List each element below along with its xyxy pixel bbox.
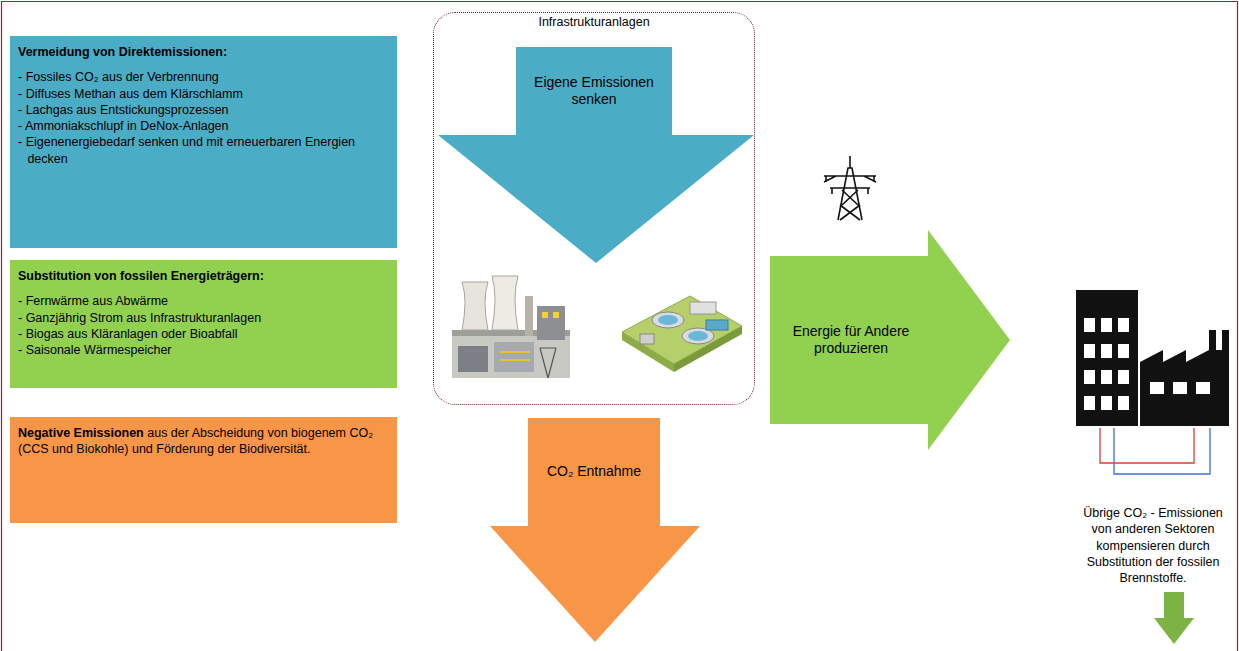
illustration-part xyxy=(494,342,534,372)
illustration-part xyxy=(652,312,684,328)
arrow-text-area: Eigene Emissionen senken xyxy=(522,53,666,129)
illustration-part xyxy=(690,302,716,314)
illustration-part xyxy=(458,346,488,372)
illustration-part xyxy=(462,282,488,330)
illustration-part xyxy=(849,156,851,168)
illustration-part xyxy=(622,296,742,364)
illustration-part xyxy=(537,306,565,340)
list-item: - Fossiles CO₂ aus der Verbrennung xyxy=(18,69,387,85)
illustration-part xyxy=(525,296,533,336)
arrow-shape xyxy=(490,418,700,642)
illustration-part xyxy=(1150,382,1164,394)
arrow-shape xyxy=(770,230,1010,450)
illustration-part xyxy=(500,352,530,360)
down-arrow: Eigene Emissionen senken xyxy=(438,47,754,263)
illustration-part xyxy=(1101,318,1112,332)
illustration-part xyxy=(640,334,654,344)
illustration-part xyxy=(553,312,559,318)
illustration-part xyxy=(1118,370,1129,384)
arrow-label: Energie für Andere produzieren xyxy=(778,323,924,358)
small-down-arrow xyxy=(1154,592,1194,644)
arrow-fill xyxy=(438,47,754,263)
panel-heading: Substitution von fossilen Energieträgern… xyxy=(18,268,387,284)
right-arrow: Energie für Andere produzieren xyxy=(770,230,1010,450)
illustration-part xyxy=(1118,344,1129,358)
list-item: - Ganzjährig Strom aus Infrastrukturanla… xyxy=(18,310,387,326)
illustration-part xyxy=(674,326,742,372)
down-arrow: CO₂ Entnahme xyxy=(490,418,700,642)
illustration-part xyxy=(1084,344,1095,358)
illustration-part xyxy=(840,190,860,220)
illustration-part xyxy=(1101,344,1112,358)
illustration-part xyxy=(1084,370,1095,384)
buildings-icon xyxy=(1076,290,1229,426)
heat-return-line xyxy=(1114,428,1210,474)
panel-heading: Vermeidung von Direktemissionen: xyxy=(18,44,387,60)
illustration-part xyxy=(1084,318,1129,410)
illustration-part xyxy=(826,176,874,194)
illustration-part xyxy=(1118,396,1129,410)
group-frame: InfrastrukturanlagenEigene Emissionen se… xyxy=(433,12,755,405)
illustration-part xyxy=(688,331,708,341)
list-item: - Ammoniakschlupf in DeNox-Anlagen xyxy=(18,118,387,134)
arrow-text-area: CO₂ Entnahme xyxy=(534,424,654,520)
arrow-text-area: Energie für Andere produzieren xyxy=(778,262,924,418)
list-item: - Diffuses Methan aus dem Klärschlamm xyxy=(18,86,387,102)
text-panel: Substitution von fossilen Energieträgern… xyxy=(10,260,397,388)
illustration-part xyxy=(1084,396,1095,410)
arrow-fill xyxy=(490,418,700,642)
illustration-part xyxy=(1140,330,1229,426)
illustration-part xyxy=(824,176,876,188)
illustration-part xyxy=(1101,396,1112,410)
illustration-part xyxy=(658,315,678,325)
illustration-part xyxy=(706,320,728,330)
illustration-part xyxy=(1084,318,1095,332)
text-panel: Vermeidung von Direktemissionen: - Fossil… xyxy=(10,36,397,248)
list-item: - Fernwärme aus Abwärme xyxy=(18,293,387,309)
illustration-part xyxy=(1173,382,1187,394)
illustration-part xyxy=(622,332,674,372)
list-item: - Biogas aus Kläranlagen oder Bioabfall xyxy=(18,326,387,342)
illustration-part xyxy=(540,348,556,378)
note-text: Übrige CO₂ - Emissionen von anderen Sekt… xyxy=(1072,505,1234,586)
illustration-part xyxy=(542,312,548,318)
list-item: - Saisonale Wärmespeicher xyxy=(18,342,387,358)
list-item: - Lachgas aus Entstickungsprozessen xyxy=(18,102,387,118)
list-item: - Eigenenergiebedarf senken und mit erne… xyxy=(18,134,387,167)
panel-paragraph: Negative Emissionen aus der Abscheidung … xyxy=(18,425,387,458)
illustration-part xyxy=(1196,382,1210,394)
illustration-part xyxy=(1118,318,1129,332)
illustration-part xyxy=(1101,370,1112,384)
arrow-label: Eigene Emissionen senken xyxy=(522,74,666,109)
illustration-part xyxy=(492,276,518,330)
treatment-plant-icon xyxy=(622,296,742,372)
illustration-part xyxy=(1076,290,1138,426)
illustration-part xyxy=(1084,298,1130,308)
group-title: Infrastrukturanlagen xyxy=(434,15,754,29)
arrow-fill xyxy=(770,230,1010,450)
power-plant-icon xyxy=(452,276,570,378)
panel-heading: Negative Emissionen xyxy=(18,426,144,440)
power-tower-icon xyxy=(824,156,876,220)
text-panel: Negative Emissionen aus der Abscheidung … xyxy=(10,417,397,523)
arrow-label: CO₂ Entnahme xyxy=(547,463,641,481)
